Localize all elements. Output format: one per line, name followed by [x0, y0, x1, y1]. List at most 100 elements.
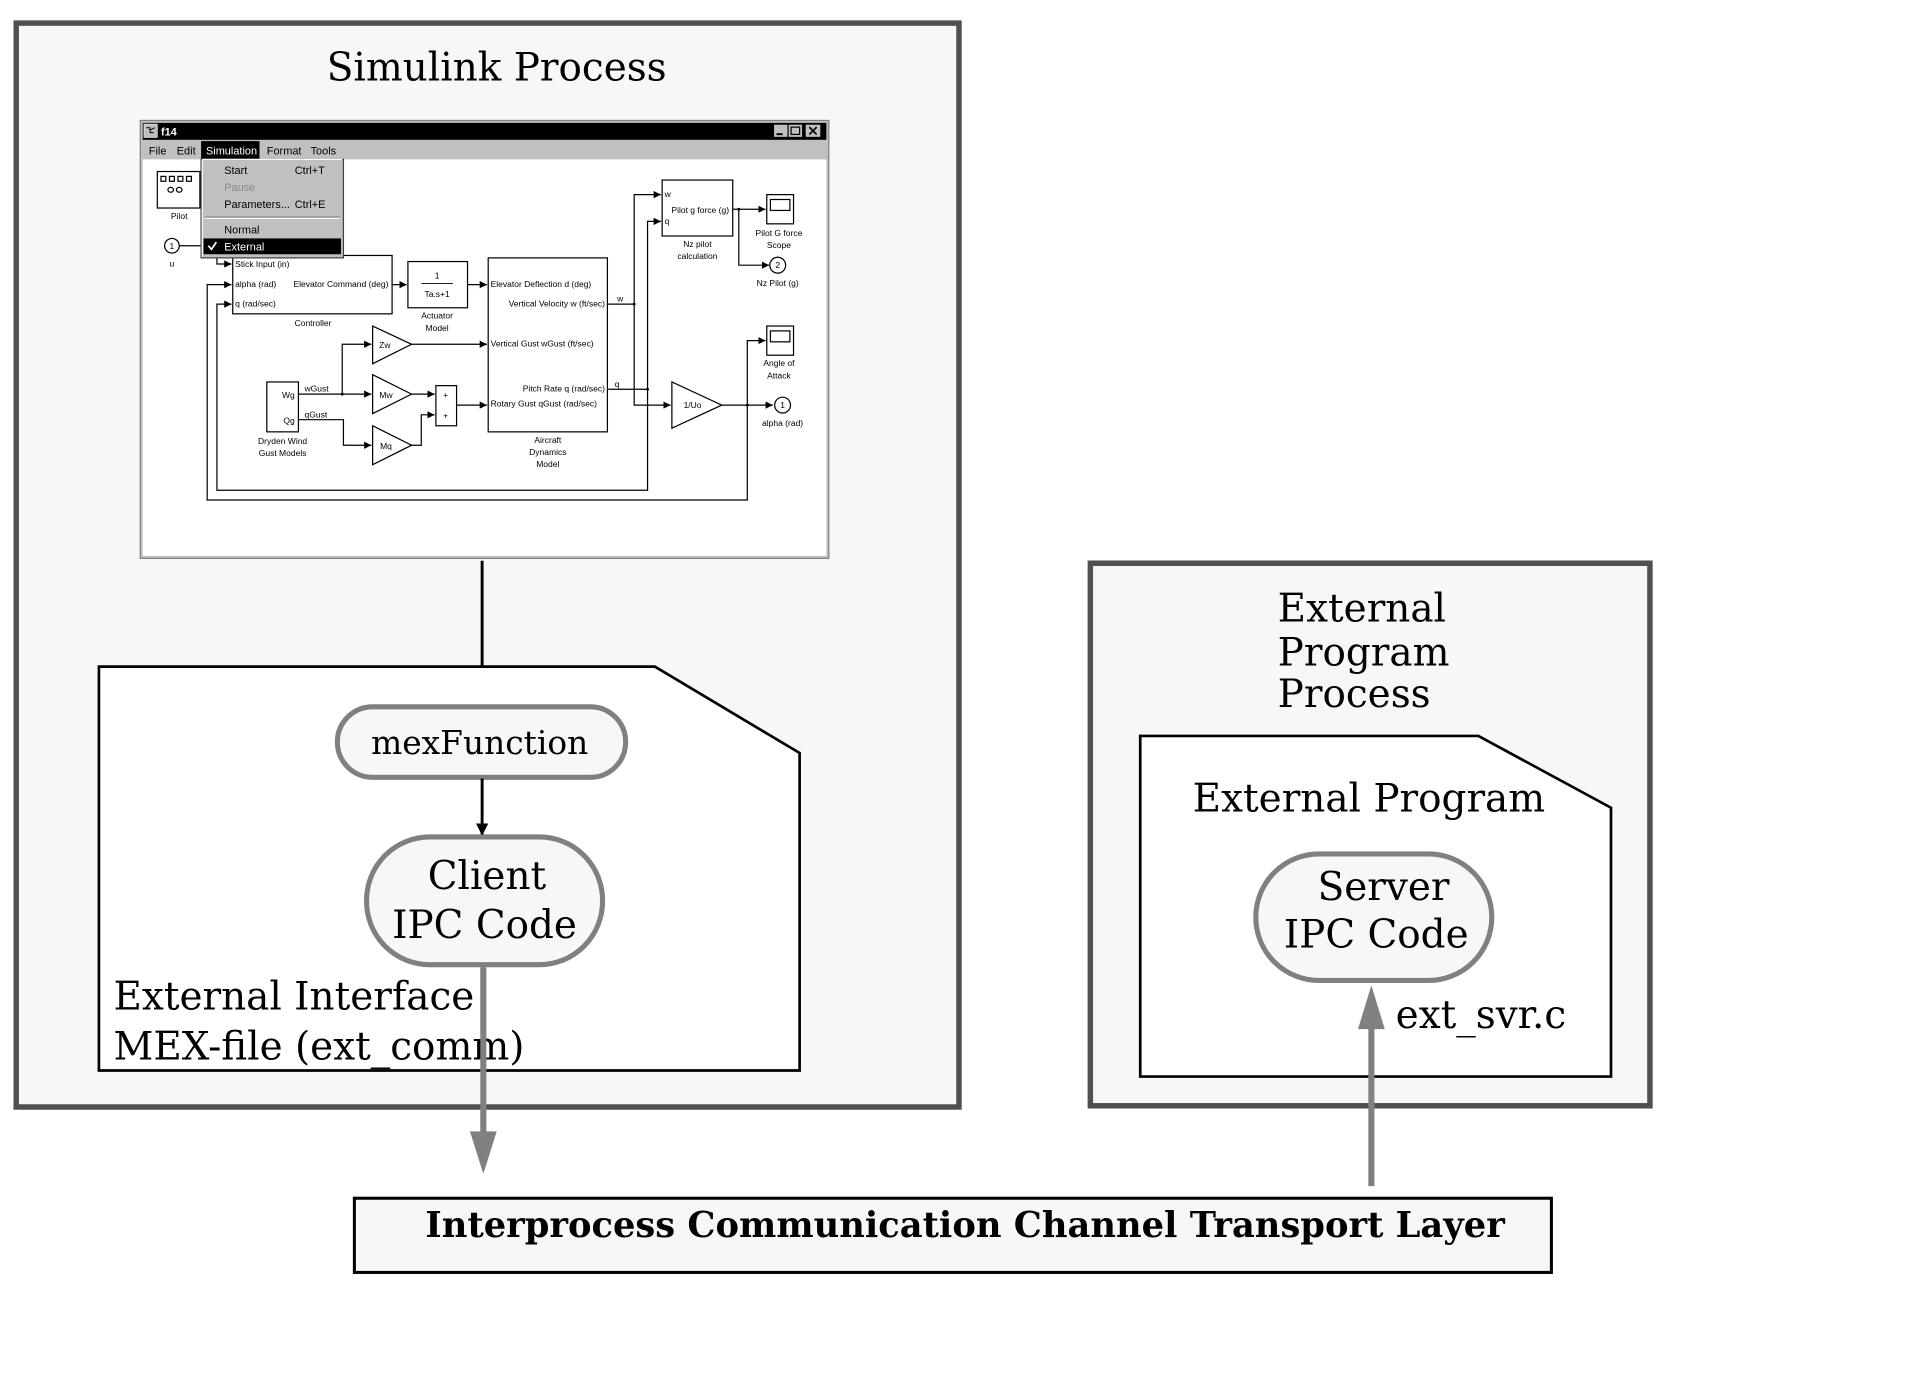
actuator-label-1: Actuator — [421, 311, 453, 321]
signal-wgust-label: wGust — [304, 384, 330, 394]
sum-sign-1: + — [443, 390, 448, 400]
mexfunction-label: mexFunction — [371, 724, 588, 762]
transport-layer-box — [352, 1196, 1553, 1274]
aircraft-in3: Rotary Gust qGust (rad/sec) — [491, 398, 597, 408]
aircraft-in1: Elevator Deflection d (deg) — [491, 279, 592, 289]
external-program-label: External Program — [1193, 776, 1545, 821]
client-ipc-line2: IPC Code — [392, 903, 577, 948]
outport-alpha[interactable]: 1 — [774, 396, 792, 414]
menu-item-pause: Pause — [224, 182, 255, 194]
menu-item-start-shortcut: Ctrl+T — [295, 165, 325, 177]
signal-qgust-label: qGust — [305, 409, 328, 419]
menu-item-external[interactable]: External — [203, 238, 342, 255]
transport-layer: Interprocess Communication Channel Trans… — [352, 1196, 1553, 1274]
menu-item-normal[interactable]: Normal — [224, 225, 259, 237]
server-ipc-line2: IPC Code — [1284, 913, 1469, 958]
mexfunction-node[interactable] — [334, 704, 629, 780]
actuator-num: 1 — [435, 271, 440, 281]
server-ipc-node[interactable] — [1253, 851, 1495, 984]
feedback-q-wire — [216, 300, 649, 491]
window-title: f14 — [161, 127, 178, 139]
server-ipc-line1: Server — [1318, 865, 1450, 910]
scope-aoa-label-1: Angle of — [763, 358, 795, 368]
scope-aoa-label-2: Attack — [767, 370, 791, 380]
dryden-gust-block[interactable] — [266, 381, 300, 433]
external-process-title-line1: External — [1278, 587, 1446, 632]
maximize-icon — [790, 126, 801, 136]
menu-item-pause-label: Pause — [224, 182, 255, 194]
menu-simulation[interactable]: Simulation — [206, 145, 257, 157]
gain-zw[interactable] — [372, 325, 413, 365]
nz-pilot-calc-block[interactable] — [661, 179, 734, 237]
menu-item-parameters-shortcut: Ctrl+E — [295, 199, 326, 211]
aircraft-label-1: Aircraft — [534, 435, 562, 445]
outport-nz-pilot[interactable]: 2 — [769, 256, 787, 274]
outport-nz-number: 2 — [775, 260, 780, 270]
outport-alpha-number: 1 — [780, 400, 785, 410]
simulink-window[interactable]: f14 File Edit Simulation Format Tools — [139, 119, 830, 559]
gain-1-uo[interactable] — [671, 381, 724, 430]
aircraft-label-2: Dynamics — [529, 447, 566, 457]
menu-item-parameters[interactable]: Parameters... Ctrl+E — [224, 199, 325, 211]
close-button[interactable] — [805, 124, 821, 137]
menu-file[interactable]: File — [149, 145, 167, 157]
menu-format[interactable]: Format — [267, 145, 302, 157]
client-ipc-line1: Client — [428, 854, 547, 899]
gain-mw[interactable] — [372, 373, 413, 415]
angle-of-attack-scope[interactable] — [766, 325, 795, 356]
controller-out: Elevator Command (deg) — [293, 279, 388, 289]
client-ipc-node[interactable] — [363, 834, 606, 968]
dryden-out1: Wg — [282, 390, 295, 400]
feedback-alpha-wire — [206, 281, 748, 501]
close-icon — [808, 126, 818, 136]
pilot-g-force-scope[interactable] — [766, 194, 795, 225]
signal-w-label: w — [616, 294, 624, 304]
check-icon — [207, 241, 218, 251]
menu-edit[interactable]: Edit — [177, 145, 196, 157]
arrow-client-to-transport-head — [469, 1131, 497, 1174]
sum-sign-2: + — [443, 410, 448, 420]
mex-label-line2: MEX-file (ext_comm) — [114, 1025, 525, 1070]
minimize-button[interactable] — [774, 124, 788, 137]
pilot-block[interactable] — [156, 170, 201, 209]
menu-item-start[interactable]: Start Ctrl+T — [224, 165, 325, 177]
transport-layer-label: Interprocess Communication Channel Trans… — [425, 1205, 1505, 1246]
controller-label: Controller — [295, 318, 332, 328]
actuator-den: Ta.s+1 — [424, 289, 450, 299]
gain-mq[interactable] — [372, 424, 413, 466]
gain-zw-label: Zw — [379, 340, 391, 350]
external-process-title-line2: Program — [1278, 630, 1450, 675]
external-process-title-line3: Process — [1278, 672, 1431, 717]
outport-nz-label: Nz Pilot (g) — [757, 278, 799, 288]
dryden-out2: Qg — [283, 415, 295, 425]
menu-item-normal-label: Normal — [224, 225, 259, 237]
mex-label-line1: External Interface — [114, 975, 475, 1020]
dryden-label-1: Dryden Wind — [258, 436, 307, 446]
menubar — [142, 139, 827, 160]
controller-in2: alpha (rad) — [235, 279, 276, 289]
inport-u-label: u — [170, 258, 175, 268]
maximize-button[interactable] — [788, 124, 803, 137]
menu-item-start-label: Start — [224, 165, 247, 177]
aircraft-out1: Vertical Velocity w (ft/sec) — [509, 299, 606, 309]
controller-in1: Stick Input (in) — [235, 259, 289, 269]
aircraft-label-3: Model — [536, 459, 559, 469]
controller-in3: q (rad/sec) — [235, 299, 276, 309]
simulink-process: Simulink Process f14 — [13, 20, 962, 1110]
aircraft-dynamics-block[interactable] — [487, 257, 609, 433]
signal-q-label: q — [615, 379, 620, 389]
nz-label-2: calculation — [677, 251, 717, 261]
menu-item-external-label: External — [224, 242, 264, 254]
server-file-label: ext_svr.c — [1396, 993, 1566, 1038]
pilot-label: Pilot — [171, 211, 188, 221]
simulink-process-title: Simulink Process — [327, 45, 667, 90]
scope-g-label-2: Scope — [767, 240, 791, 250]
gain-mw-label: Mw — [379, 390, 393, 400]
nz-label-1: Nz pilot — [683, 239, 712, 249]
gain-mq-label: Mq — [380, 441, 392, 451]
menu-tools[interactable]: Tools — [311, 145, 337, 157]
window-titlebar[interactable] — [142, 122, 827, 140]
aircraft-in2: Vertical Gust wGust (ft/sec) — [491, 339, 594, 349]
outport-alpha-label: alpha (rad) — [762, 418, 803, 428]
